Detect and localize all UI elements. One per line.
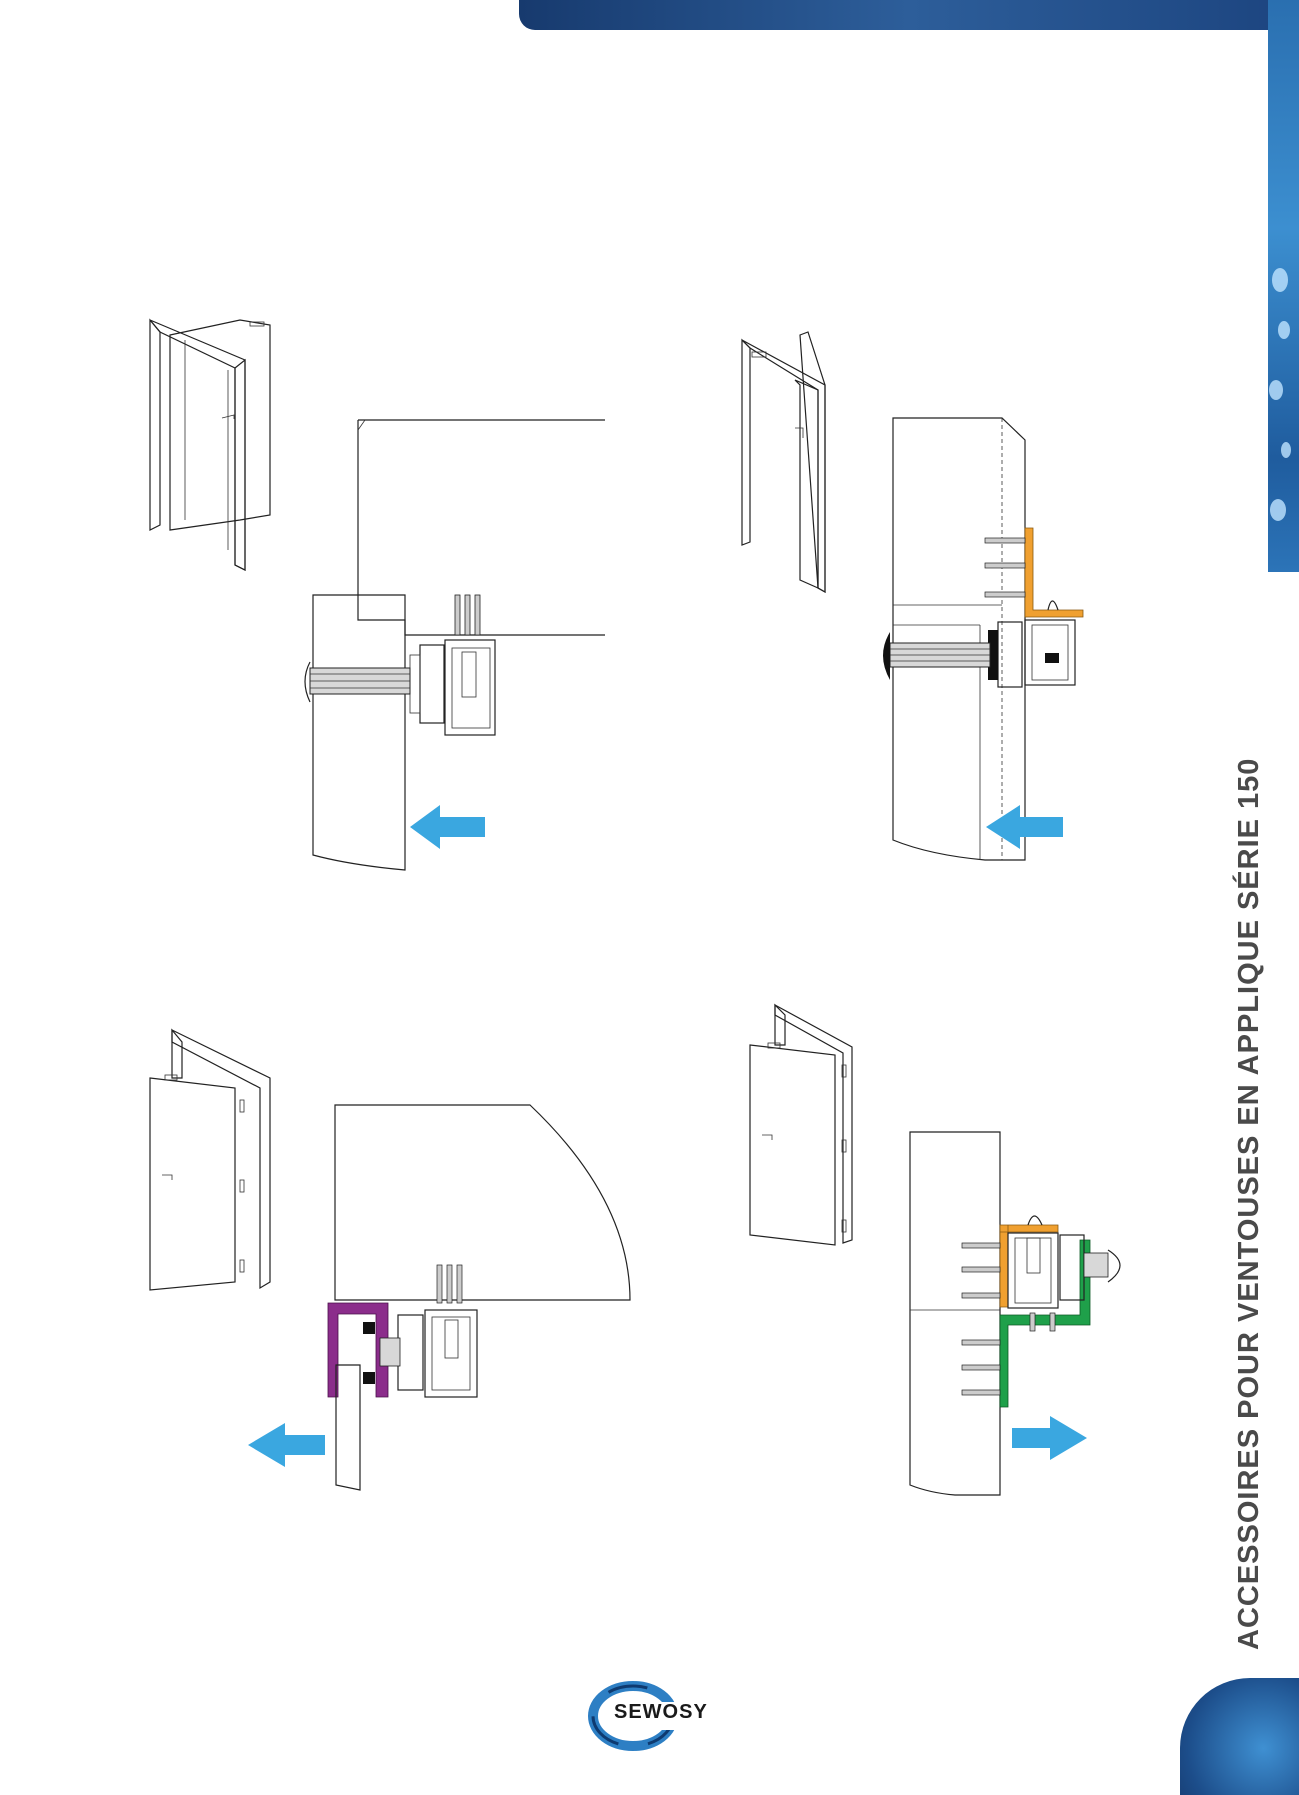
corner-decoration [1180, 1678, 1299, 1795]
orange-bracket [999, 1224, 1059, 1308]
direction-arrow [1012, 1416, 1087, 1460]
door-illustration [149, 1028, 271, 1291]
direction-arrow [410, 805, 485, 849]
door-illustration [749, 1003, 853, 1246]
content-panel [0, 30, 1268, 1795]
door-illustration [149, 318, 271, 571]
green-bracket [999, 1239, 1091, 1408]
water-drops-decoration [1269, 268, 1291, 521]
sewosy-logo [588, 1681, 718, 1751]
header-band [519, 0, 1299, 30]
figure-bottom-right [749, 1003, 1121, 1496]
door-illustration [741, 331, 826, 594]
direction-arrow [986, 805, 1063, 849]
purple-bracket [327, 1302, 389, 1398]
figure-bottom-left [149, 1028, 631, 1491]
side-title: ACCESSOIRES POUR VENTOUSES EN APPLIQUE S… [1233, 757, 1265, 1650]
logo-text: SEWOSY [614, 1701, 708, 1723]
figure-top-right [741, 331, 1084, 861]
orange-bracket [1024, 527, 1084, 618]
direction-arrow [248, 1423, 325, 1467]
figure-top-left [149, 318, 605, 871]
